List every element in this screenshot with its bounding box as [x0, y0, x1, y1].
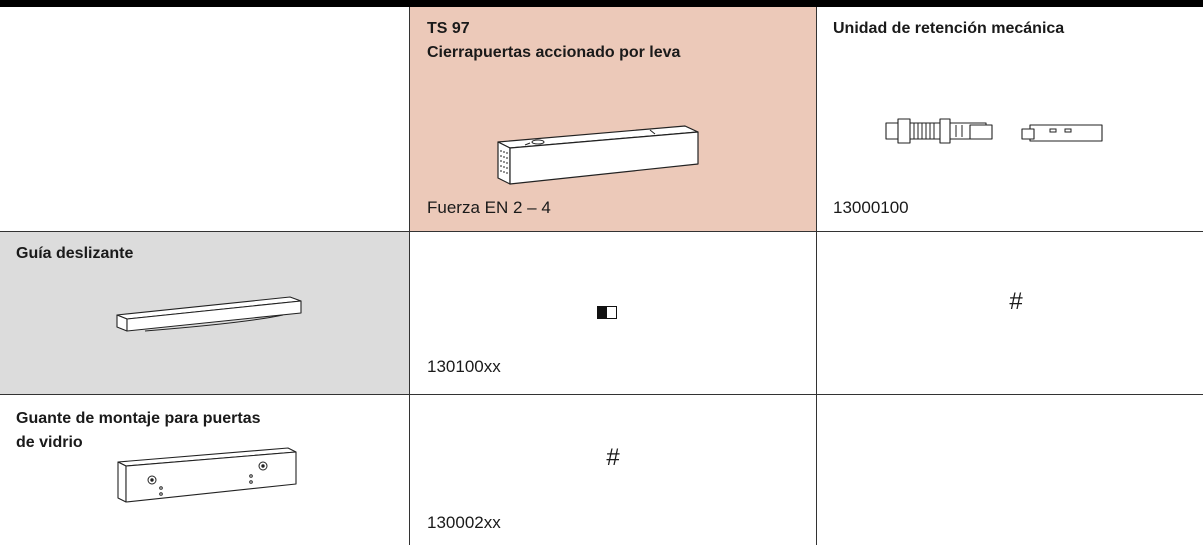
glass-door-shoe-ts97-value: 130002xx: [427, 513, 501, 532]
sliding-rail-label: Guía deslizante: [16, 245, 134, 262]
ts97-title: TS 97: [427, 20, 470, 37]
half-filled-rectangle-icon: [597, 306, 617, 319]
grid-line-vertical-1: [409, 7, 410, 545]
top-bar: [0, 0, 1203, 7]
sliding-rail-hold-open-symbol: #: [1009, 288, 1023, 315]
grid-line-horizontal-1: [0, 231, 1203, 232]
sliding-rail-illustration: [116, 296, 302, 332]
sliding-rail-ts97-value: 130100xx: [427, 357, 501, 376]
glass-door-shoe-label-line2: de vidrio: [16, 434, 83, 451]
grid-line-vertical-2: [816, 7, 817, 545]
door-closer-illustration: [497, 125, 699, 185]
glass-door-shoe-label-line1: Guante de montaje para puertas: [16, 410, 261, 427]
hold-open-unit-illustration: [885, 118, 1103, 144]
hold-open-unit-title: Unidad de retención mecánica: [833, 20, 1065, 37]
hold-open-unit-value: 13000100: [833, 198, 909, 217]
glass-door-shoe-ts97-symbol: #: [606, 444, 620, 471]
grid-line-horizontal-2: [0, 394, 1203, 395]
ts97-force-value: Fuerza EN 2 – 4: [427, 198, 551, 217]
ts97-header-cell: [409, 7, 816, 231]
ts97-subtitle: Cierrapuertas accionado por leva: [427, 44, 681, 61]
glass-door-shoe-illustration: [117, 447, 297, 503]
